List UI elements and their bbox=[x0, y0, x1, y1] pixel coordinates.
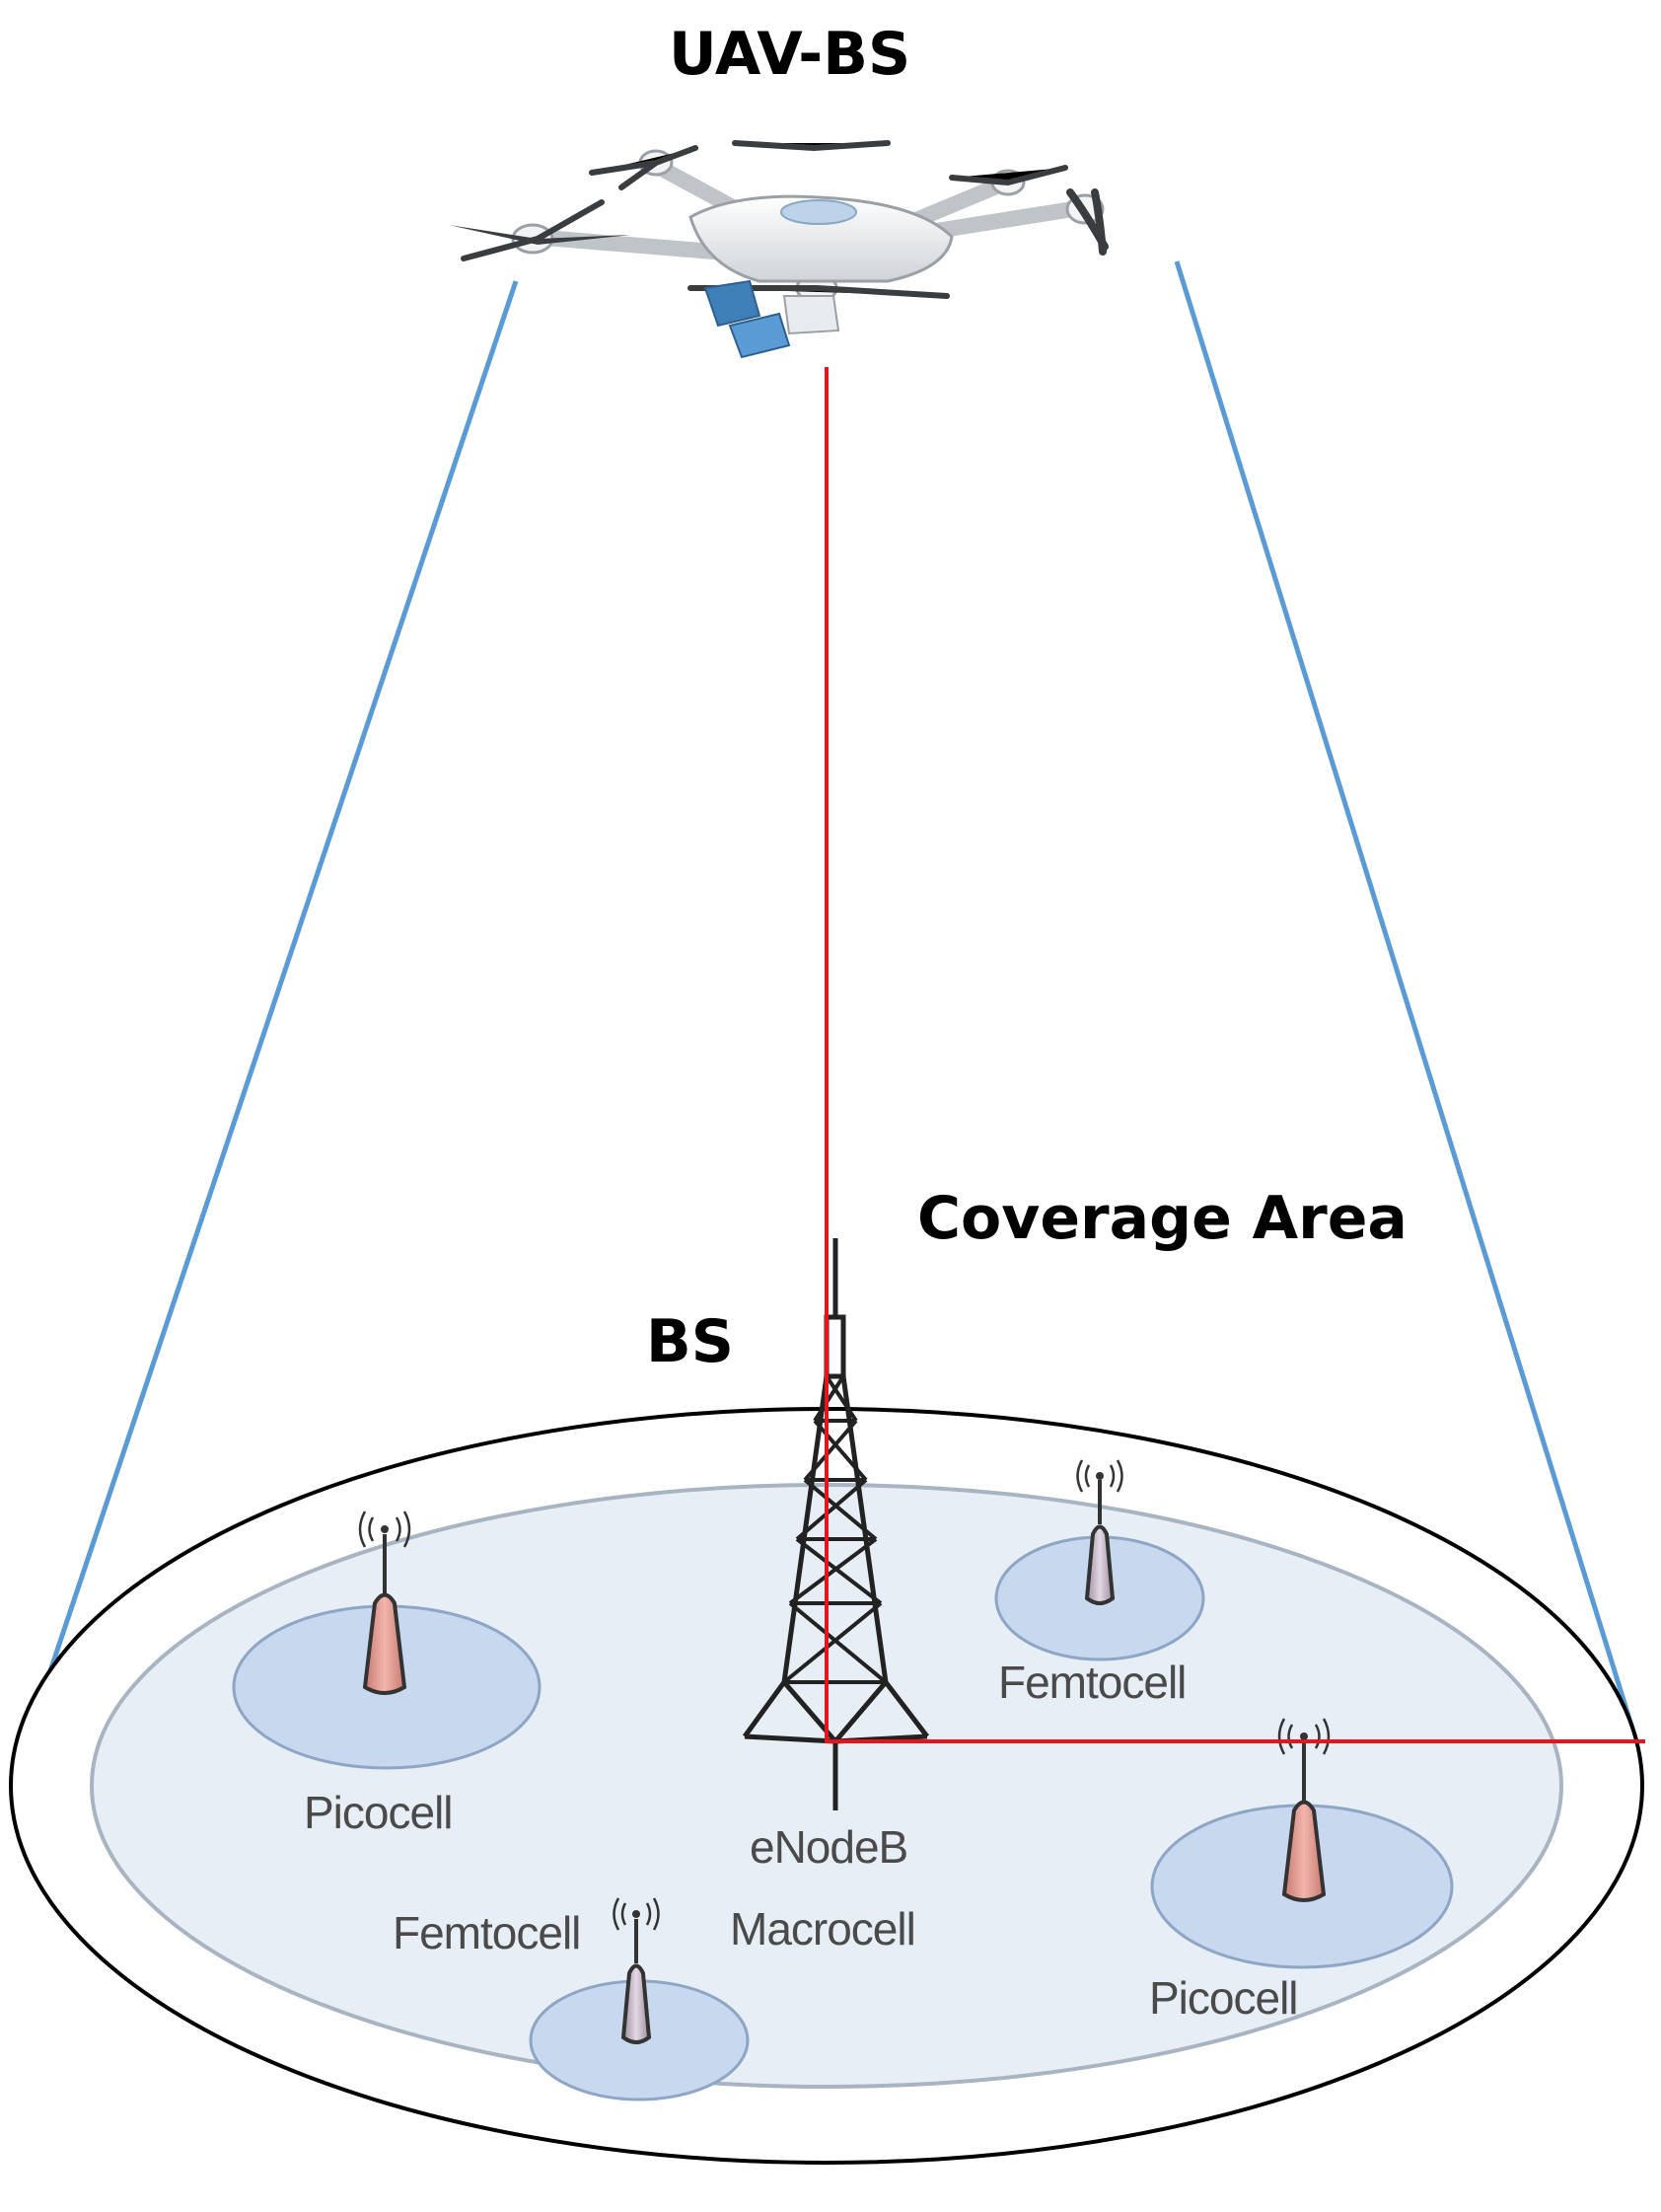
uav-bs-label: UAV-BS bbox=[669, 20, 911, 89]
coverage-cone-left-line bbox=[9, 280, 519, 1787]
femtocell-antenna-icon-top bbox=[1076, 1459, 1123, 1605]
enodeb-label: eNodeB bbox=[750, 1821, 908, 1873]
picocell-antenna-icon-right bbox=[1277, 1718, 1331, 1902]
bs-label: BS bbox=[646, 1307, 734, 1376]
uav-drone-icon bbox=[449, 140, 1109, 359]
macrocell-label: Macrocell bbox=[730, 1903, 916, 1954]
picocell-antenna-icon-left bbox=[358, 1511, 411, 1695]
coverage-area-label: Coverage Area bbox=[917, 1184, 1408, 1253]
femtocell-antenna-icon-bottom bbox=[613, 1897, 660, 2044]
picocell-label-right: Picocell bbox=[1149, 1972, 1299, 2024]
femtocell-label-bottom: Femtocell bbox=[393, 1907, 581, 1958]
coverage-cone-right-line bbox=[1174, 260, 1640, 1745]
femtocell-label-top: Femtocell bbox=[998, 1657, 1187, 1708]
picocell-label-left: Picocell bbox=[304, 1787, 454, 1838]
